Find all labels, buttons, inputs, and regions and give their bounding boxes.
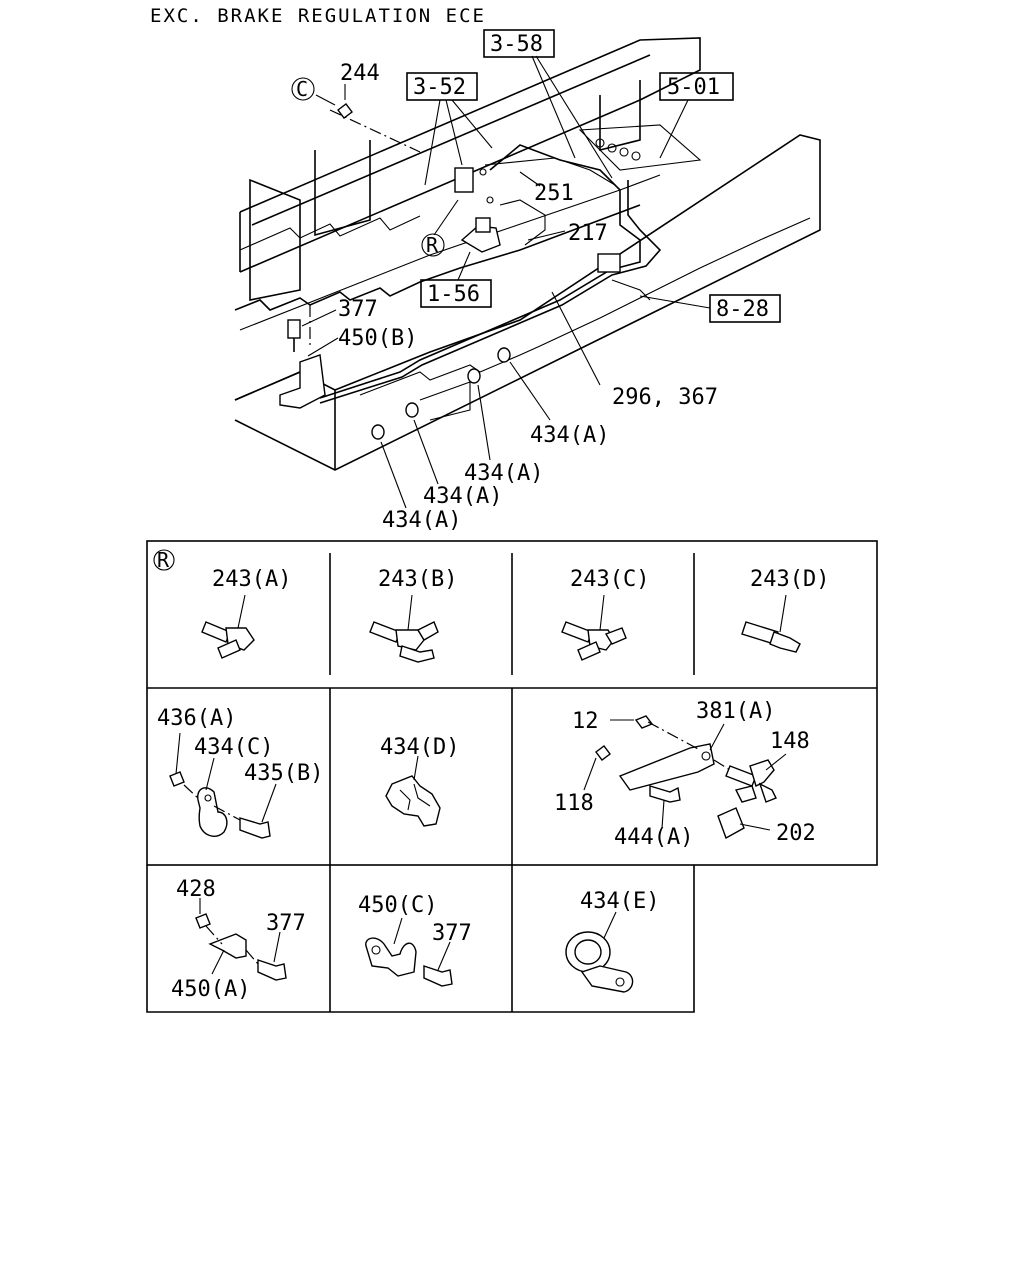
c-circle-marker [291, 77, 315, 101]
cell-243d-label: 243(D) [750, 567, 829, 592]
c-circle-label: C [296, 77, 308, 101]
r-circle-label: R [426, 233, 439, 257]
label-377: 377 [338, 297, 378, 322]
cell-444a-label: 444(A) [614, 825, 693, 850]
ref-box-1-56-label: 1-56 [427, 282, 480, 307]
clip-434d-icon [385, 755, 441, 827]
detail-table-grid [146, 540, 878, 1013]
ref-box-5-01 [659, 72, 734, 101]
cell-434e-label: 434(E) [580, 889, 659, 914]
main-leader-lines [301, 55, 711, 509]
fitting-243d-icon [741, 594, 801, 653]
cell-243a-label: 243(A) [212, 567, 291, 592]
clamp-434c-icon [169, 732, 277, 839]
label-217: 217 [568, 221, 608, 246]
cell-450c-label: 450(C) [358, 893, 437, 918]
ref-box-3-52 [406, 72, 478, 101]
cell-435b-label: 435(B) [244, 761, 323, 786]
cell-118-label: 118 [554, 791, 594, 816]
fitting-243a-icon [201, 594, 255, 659]
cell-428-label: 428 [176, 877, 216, 902]
ref-box-5-01-label: 5-01 [667, 75, 720, 100]
table-r-marker-label: R [157, 548, 170, 572]
label-244: 244 [340, 61, 380, 86]
fitting-243c-icon [561, 594, 627, 661]
cell-377a-label: 377 [266, 911, 306, 936]
cell-202-label: 202 [776, 821, 816, 846]
cell-243c-label: 243(C) [570, 567, 649, 592]
label-450b: 450(B) [338, 326, 417, 351]
ref-box-3-58 [483, 29, 555, 58]
label-296-367: 296, 367 [612, 385, 718, 410]
label-434a-2: 434(A) [464, 461, 543, 486]
cell-377b-label: 377 [432, 921, 472, 946]
label-434a-4: 434(A) [382, 508, 461, 533]
bracket-450a-icon [195, 898, 287, 981]
cell-148-label: 148 [770, 729, 810, 754]
fitting-243b-icon [369, 594, 439, 663]
label-434a-3: 434(A) [423, 484, 502, 509]
ref-box-3-52-label: 3-52 [413, 75, 466, 100]
cell-436a-label: 436(A) [157, 706, 236, 731]
cell-243b-label: 243(B) [378, 567, 457, 592]
clamp-450c-icon [365, 917, 453, 987]
cell-381a-label: 381(A) [696, 699, 775, 724]
cell-12-label: 12 [572, 709, 599, 734]
r-circle-marker [421, 233, 445, 257]
chassis-frame-drawing [234, 37, 821, 471]
table-r-marker [153, 549, 175, 571]
clip-434e-icon [565, 911, 634, 993]
cell-434d-label: 434(D) [380, 735, 459, 760]
label-434a-1: 434(A) [530, 423, 609, 448]
bracket-assembly-icon [583, 715, 787, 840]
cell-450a-label: 450(A) [171, 977, 250, 1002]
ref-box-8-28-label: 8-28 [716, 297, 769, 322]
label-251: 251 [534, 181, 574, 206]
diagram-title: EXC. BRAKE REGULATION ECE [150, 5, 486, 27]
ref-box-3-58-label: 3-58 [490, 32, 543, 57]
cell-434c-label: 434(C) [194, 735, 273, 760]
ref-box-8-28 [709, 294, 781, 323]
ref-box-1-56 [420, 279, 492, 308]
